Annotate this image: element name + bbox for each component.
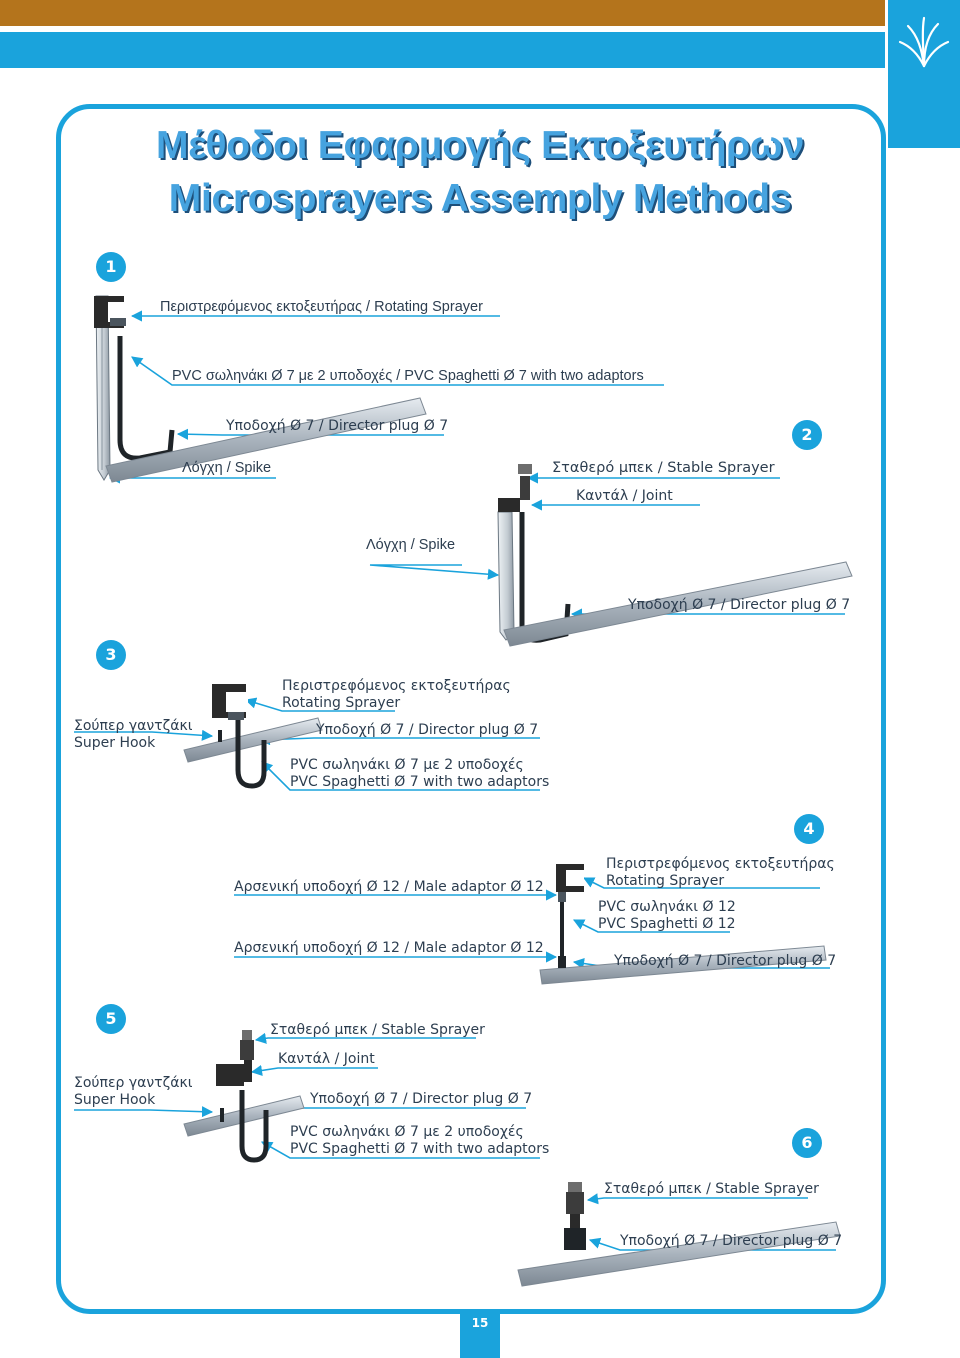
label-stable-sprayer-6: Σταθερό μπεκ / Stable Sprayer xyxy=(604,1181,819,1197)
label-pvc-greek-5: PVC σωληνάκι Ø 7 με 2 υποδοχές xyxy=(290,1124,524,1140)
section-number-2: 2 xyxy=(792,420,822,450)
label-joint-5: Καντάλ / Joint xyxy=(278,1051,375,1067)
label-rotating-sprayer-1: Περιστρεφόμενος εκτοξευτήρας / Rotating … xyxy=(160,299,483,315)
illustration-1 xyxy=(94,295,427,483)
label-director-plug-1: Υποδοχή Ø 7 / Director plug Ø 7 xyxy=(226,418,449,434)
label-director-plug-2: Υποδοχή Ø 7 / Director plug Ø 7 xyxy=(628,597,851,613)
section-number-3: 3 xyxy=(96,640,126,670)
label-male-adaptor-4b: Αρσενική υποδοχή Ø 12 / Male adaptor Ø 1… xyxy=(234,940,544,956)
label-director-plug-4: Υποδοχή Ø 7 / Director plug Ø 7 xyxy=(614,953,837,969)
page-title-greek: Μέθοδοι Εφαρμογής Εκτοξευτήρων xyxy=(156,124,804,167)
label-pvc-english-5: PVC Spaghetti Ø 7 with two adaptors xyxy=(290,1141,550,1157)
section-number-6: 6 xyxy=(792,1128,822,1158)
label-spike-2: Λόγχη / Spike xyxy=(366,537,456,553)
page-number: 15 xyxy=(460,1312,500,1358)
label-pvc-spaghetti-1: PVC σωληνάκι Ø 7 με 2 υποδοχές / PVC Spa… xyxy=(172,368,644,384)
pointer-director-1 xyxy=(176,428,444,440)
pointer-pvc-5 xyxy=(261,1141,540,1159)
label-super-hook-greek-3: Σούπερ γαντζάκι xyxy=(74,718,193,734)
label-male-adaptor-4a: Αρσενική υποδοχή Ø 12 / Male adaptor Ø 1… xyxy=(234,879,544,895)
label-super-hook-greek-5: Σούπερ γαντζάκι xyxy=(74,1075,193,1091)
pointer-pvc-1 xyxy=(131,356,664,386)
label-rotating-greek-3: Περιστρεφόμενος εκτοξευτήρας xyxy=(282,678,511,694)
label-pvc-greek-4: PVC σωληνάκι Ø 12 xyxy=(598,899,736,915)
illustration-3 xyxy=(183,684,323,789)
section-number-4: 4 xyxy=(794,814,824,844)
section-number-1: 1 xyxy=(96,252,126,282)
top-blue-bar xyxy=(0,32,885,68)
label-director-plug-6: Υποδοχή Ø 7 / Director plug Ø 7 xyxy=(620,1233,843,1249)
label-pvc-greek-3: PVC σωληνάκι Ø 7 με 2 υποδοχές xyxy=(290,757,524,773)
illustration-6 xyxy=(517,1182,841,1287)
spray-fan-logo-icon xyxy=(898,16,950,68)
label-super-hook-english-5: Super Hook xyxy=(74,1092,156,1108)
brand-logo-box xyxy=(888,0,960,148)
top-orange-bar xyxy=(0,0,885,26)
label-rotating-english-3: Rotating Sprayer xyxy=(282,695,401,711)
label-director-plug-5: Υποδοχή Ø 7 / Director plug Ø 7 xyxy=(310,1091,533,1107)
pointer-hook-5 xyxy=(74,1106,214,1118)
page-title-english: Microsprayers Assemply Methods xyxy=(168,177,792,220)
pointer-joint-5 xyxy=(250,1064,378,1077)
pointer-pvc-4 xyxy=(572,919,730,933)
pointer-director-6 xyxy=(588,1237,836,1251)
illustration-4 xyxy=(539,864,827,985)
label-stable-sprayer-5: Σταθερό μπεκ / Stable Sprayer xyxy=(270,1022,485,1038)
label-pvc-english-3: PVC Spaghetti Ø 7 with two adaptors xyxy=(290,774,550,790)
label-super-hook-english-3: Super Hook xyxy=(74,735,156,751)
pointer-stable-6 xyxy=(586,1193,808,1205)
illustration-2 xyxy=(497,464,853,647)
label-pvc-english-4: PVC Spaghetti Ø 12 xyxy=(598,916,736,932)
label-stable-sprayer-2: Σταθερό μπεκ / Stable Sprayer xyxy=(552,460,775,476)
label-spike-1: Λόγχη / Spike xyxy=(182,460,272,476)
label-joint-2: Καντάλ / Joint xyxy=(576,488,673,504)
content-frame xyxy=(56,104,886,1314)
pointer-hook-3 xyxy=(74,729,214,741)
pointer-spike-2 xyxy=(369,564,500,580)
label-director-plug-3: Υποδοχή Ø 7 / Director plug Ø 7 xyxy=(316,722,539,738)
label-rotating-english-4: Rotating Sprayer xyxy=(606,873,725,889)
pointer-stable-5 xyxy=(254,1032,476,1044)
pointer-pvc-3 xyxy=(261,761,540,791)
section-number-5: 5 xyxy=(96,1004,126,1034)
pointer-rotating-3 xyxy=(244,697,395,712)
illustration-5 xyxy=(183,1030,305,1163)
pointer-rotating-4 xyxy=(582,877,820,889)
label-rotating-greek-4: Περιστρεφόμενος εκτοξευτήρας xyxy=(606,856,835,872)
